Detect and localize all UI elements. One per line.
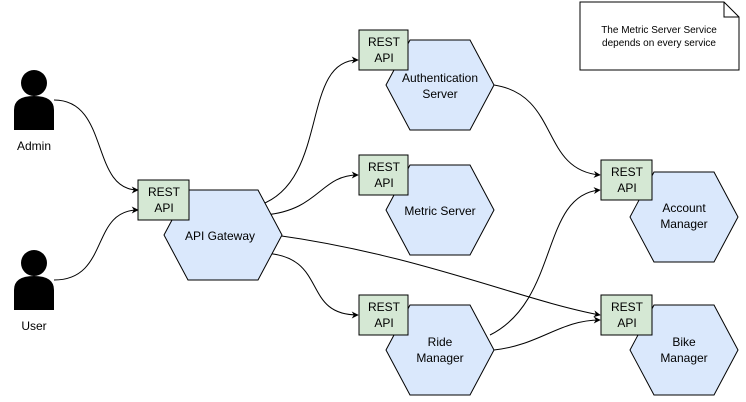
user-label: User: [21, 319, 46, 333]
account-api-label: API: [617, 181, 636, 195]
gateway-api-label: API: [154, 201, 173, 215]
ride-api-label: API: [374, 316, 393, 330]
edge-auth-to-account: [493, 84, 601, 178]
metric-server-label: Metric Server: [404, 204, 475, 218]
edge-user-to-gateway: [53, 206, 139, 281]
account-rest-label: REST: [611, 165, 644, 179]
metric-server-hexagon: [385, 164, 495, 256]
api-gateway-hexagon: [163, 189, 283, 281]
note-text-line2: depends on every service: [602, 38, 716, 49]
account-manager-node[interactable]: Account Manager REST API: [600, 159, 739, 263]
edge-gateway-to-metric: [264, 171, 359, 216]
edge-ride-to-account: [489, 187, 601, 336]
note-text-line1: The Metric Server Service: [601, 25, 717, 36]
auth-server-label-line2: Server: [422, 87, 457, 101]
auth-rest-api-box[interactable]: [358, 29, 409, 71]
user-actor: User: [14, 250, 54, 333]
metric-api-label: API: [374, 176, 393, 190]
api-gateway-node[interactable]: API Gateway REST API: [137, 179, 283, 281]
bike-manager-label-line2: Manager: [660, 351, 707, 365]
account-rest-api-box[interactable]: [600, 159, 653, 201]
account-manager-hexagon: [629, 171, 739, 263]
edge-gateway-to-bike: [274, 234, 601, 318]
note-shape: [579, 1, 740, 71]
edge-gateway-to-ride: [261, 252, 359, 319]
ride-manager-hexagon: [385, 304, 495, 396]
metric-server-node[interactable]: Metric Server REST API: [358, 154, 495, 256]
user-person-icon: [21, 250, 47, 276]
ride-manager-label-line1: Ride: [428, 335, 453, 349]
auth-api-label: API: [374, 51, 393, 65]
admin-label: Admin: [17, 139, 51, 153]
ride-rest-api-box[interactable]: [358, 294, 409, 336]
gateway-rest-api-box[interactable]: [137, 179, 190, 221]
gateway-rest-label: REST: [148, 185, 181, 199]
metric-rest-label: REST: [368, 160, 401, 174]
edge-gateway-to-auth: [259, 56, 359, 206]
ride-rest-label: REST: [368, 300, 401, 314]
auth-server-label-line1: Authentication: [402, 71, 478, 85]
auth-server-hexagon: [385, 39, 495, 131]
edge-ride-to-bike: [493, 316, 601, 351]
auth-rest-label: REST: [368, 35, 401, 49]
bike-rest-api-box[interactable]: [600, 294, 653, 336]
bike-manager-hexagon: [629, 304, 739, 396]
dependency-note: The Metric Server Service depends on eve…: [579, 1, 740, 71]
bike-manager-node[interactable]: Bike Manager REST API: [600, 294, 739, 396]
metric-rest-api-box[interactable]: [358, 154, 409, 196]
admin-person-body: [14, 96, 54, 130]
admin-person-icon: [21, 70, 47, 96]
note-fold-corner: [723, 2, 739, 18]
admin-actor: Admin: [14, 70, 54, 153]
user-person-body: [14, 276, 54, 310]
bike-rest-label: REST: [611, 300, 644, 314]
bike-manager-label-line1: Bike: [672, 335, 696, 349]
edge-admin-to-gateway: [53, 99, 139, 194]
api-gateway-label: API Gateway: [185, 229, 255, 243]
account-manager-label-line2: Manager: [660, 217, 707, 231]
edges: [53, 56, 601, 351]
account-manager-label-line1: Account: [662, 201, 706, 215]
bike-api-label: API: [617, 316, 636, 330]
ride-manager-node[interactable]: Ride Manager REST API: [358, 294, 495, 396]
auth-server-node[interactable]: Authentication Server REST API: [358, 29, 495, 131]
ride-manager-label-line2: Manager: [416, 351, 463, 365]
